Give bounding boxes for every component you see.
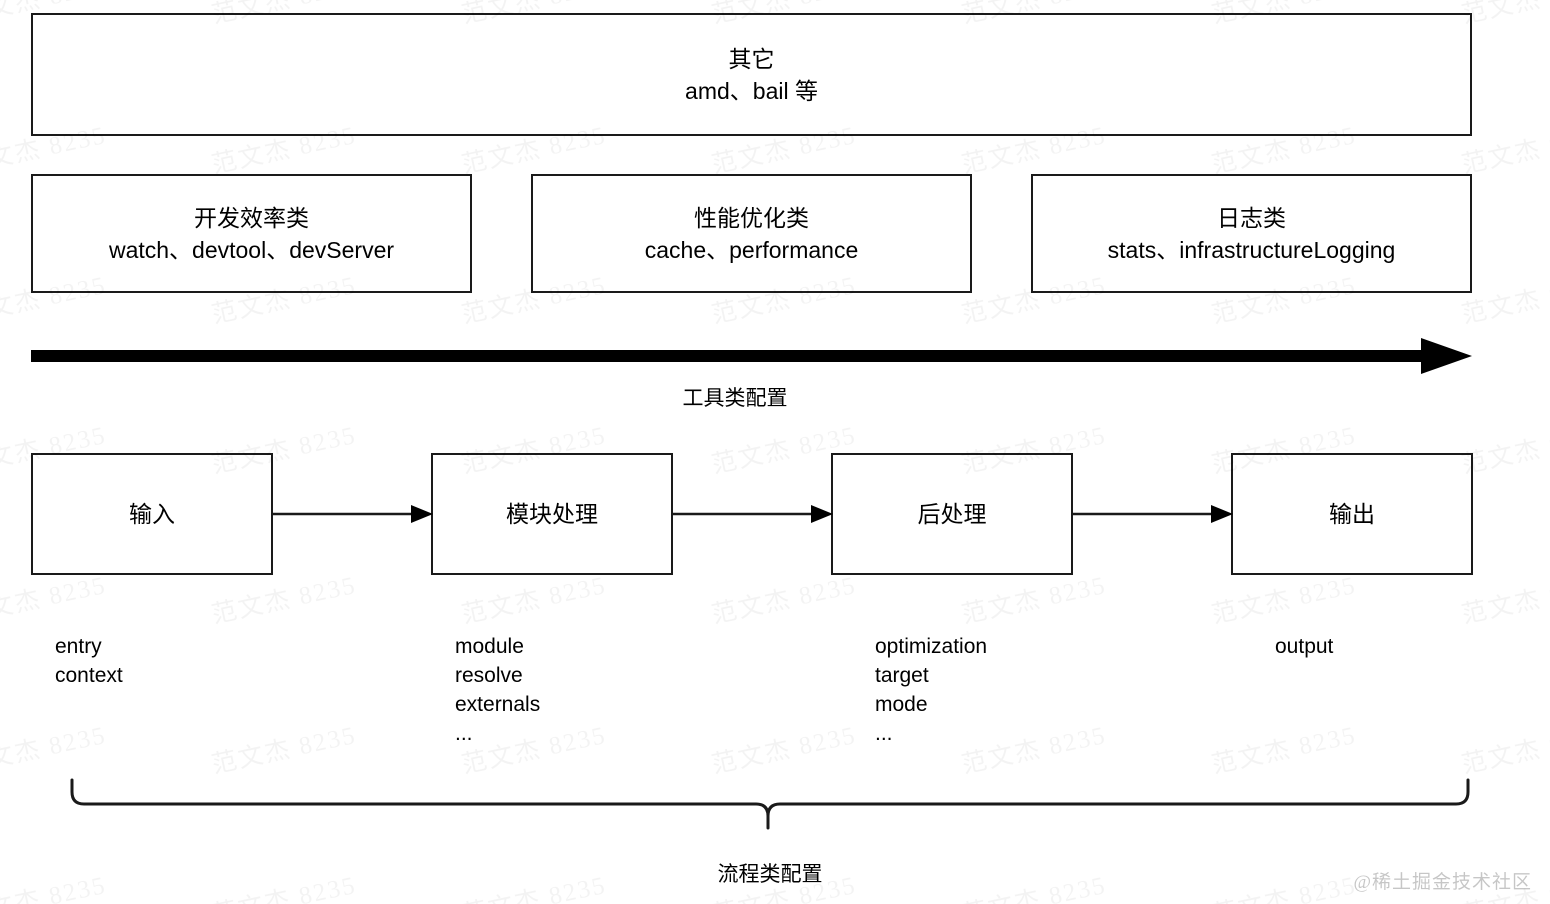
process-config-brace-icon — [70, 778, 1470, 830]
category-box-logging: 日志类 stats、infrastructureLogging — [1031, 174, 1472, 293]
connector-arrow-module-to-post-icon — [673, 505, 833, 523]
watermark-tile: 范文杰 8235 — [1458, 715, 1550, 781]
watermark-tile: 范文杰 8235 — [0, 715, 109, 781]
process-box-input: 输入 — [31, 453, 273, 575]
category-box-performance: 性能优化类 cache、performance — [531, 174, 972, 293]
category-log-heading: 日志类 — [1217, 204, 1286, 231]
category-box-other: 其它 amd、bail 等 — [31, 13, 1472, 136]
process-output-label: 输出 — [1329, 501, 1375, 527]
process-module-label: 模块处理 — [506, 501, 598, 527]
category-other-items: amd、bail 等 — [685, 77, 818, 104]
option-item: output — [1275, 635, 1334, 658]
option-item: mode — [875, 693, 928, 716]
option-item: externals — [455, 693, 541, 716]
connector-arrow-post-to-output-icon — [1073, 505, 1233, 523]
category-perf-items: cache、performance — [644, 236, 859, 263]
watermark-tile: 范文杰 8235 — [1208, 715, 1360, 781]
options-list-output: output — [1275, 632, 1333, 661]
watermark-tile: 范文杰 8235 — [208, 715, 360, 781]
options-list-post-process: optimization target mode... — [875, 632, 987, 748]
tool-config-arrow-icon — [31, 338, 1472, 374]
option-item: optimization — [875, 635, 988, 658]
option-item: ... — [455, 722, 473, 745]
option-item: module — [455, 635, 524, 658]
connector-arrow-input-to-module-icon — [273, 505, 433, 523]
option-item: ... — [875, 722, 893, 745]
option-item: entry — [55, 635, 102, 658]
footer-watermark: @稀土掘金技术社区 — [1353, 872, 1532, 893]
process-config-brace-label: 流程类配置 — [717, 863, 823, 886]
process-box-output: 输出 — [1231, 453, 1473, 575]
category-dev-items: watch、devtool、devServer — [108, 236, 395, 263]
category-dev-heading: 开发效率类 — [194, 204, 309, 231]
process-box-post-process: 后处理 — [831, 453, 1073, 575]
category-other-heading: 其它 — [728, 45, 775, 72]
options-list-module: module resolve externals... — [455, 632, 540, 748]
options-list-input: entry context — [55, 632, 123, 690]
option-item: target — [875, 664, 929, 687]
process-box-module: 模块处理 — [431, 453, 673, 575]
category-perf-heading: 性能优化类 — [694, 204, 809, 231]
option-item: resolve — [455, 664, 523, 687]
tool-config-arrow-label: 工具类配置 — [682, 387, 788, 410]
option-item: context — [55, 664, 123, 687]
watermark-tile: 范文杰 8235 — [708, 715, 860, 781]
category-log-items: stats、infrastructureLogging — [1107, 236, 1396, 263]
process-input-label: 输入 — [129, 501, 175, 527]
process-post-label: 后处理 — [917, 501, 987, 527]
category-box-dev-efficiency: 开发效率类 watch、devtool、devServer — [31, 174, 472, 293]
